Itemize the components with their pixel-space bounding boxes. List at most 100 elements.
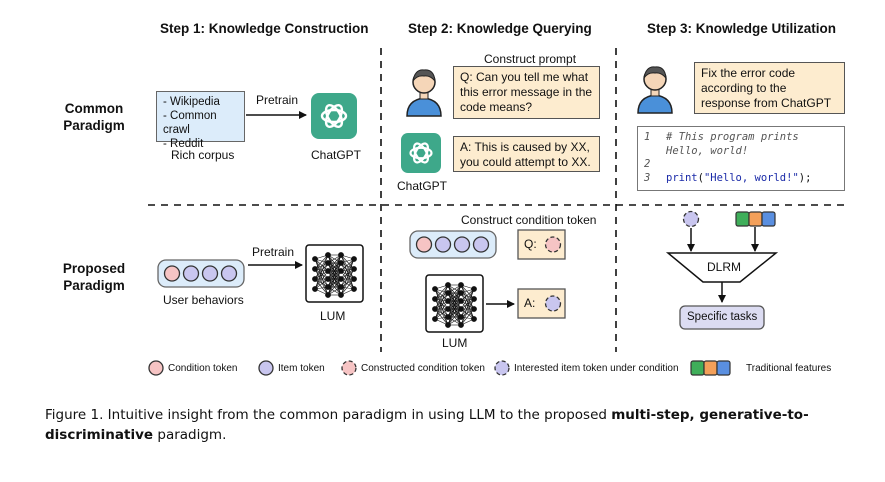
neuron-node xyxy=(312,256,318,262)
item-token xyxy=(220,265,238,282)
legend-item-token: Item token xyxy=(278,363,325,374)
neuron-node xyxy=(338,260,344,266)
neuron-node xyxy=(325,268,331,274)
neuron-node xyxy=(351,266,357,272)
a-label: A: xyxy=(524,296,536,310)
neuron-node xyxy=(458,314,464,320)
legend-condition-token: Condition token xyxy=(168,363,238,374)
proposed-paradigm-label: Proposed Paradigm xyxy=(62,261,126,293)
neuron-node xyxy=(338,268,344,274)
neuron-node xyxy=(445,306,451,312)
corpus-item: - Common crawl xyxy=(163,110,217,136)
code-comment: Hello, world! xyxy=(666,144,749,157)
figure-caption: Figure 1. Intuitive insight from the com… xyxy=(45,405,850,445)
user-icon xyxy=(406,69,442,117)
caption-suffix: paradigm. xyxy=(153,427,227,443)
code-function: print xyxy=(666,171,698,184)
neuron-node xyxy=(432,296,438,302)
query-token-group xyxy=(409,230,497,259)
interested-item-token xyxy=(682,210,700,228)
chatgpt-label: ChatGPT xyxy=(397,179,448,193)
neuron-node xyxy=(338,276,344,282)
chatgpt-logo-icon xyxy=(401,133,441,173)
rich-corpus-box: - Wikipedia - Common crawl - Reddit xyxy=(156,91,245,150)
code-paren: ( xyxy=(697,171,704,184)
neuron-node xyxy=(338,252,344,258)
interested-item-token xyxy=(544,295,562,312)
lum-label: LUM xyxy=(320,309,346,323)
neuron-node xyxy=(338,292,344,298)
lum-network-icon xyxy=(305,244,364,303)
pretrain-label: Pretrain xyxy=(256,93,299,107)
dlrm-label: DLRM xyxy=(707,260,742,274)
pretrain-label: Pretrain xyxy=(252,245,295,259)
neuron-node xyxy=(325,252,331,258)
caption-prefix: Figure 1. xyxy=(45,407,104,423)
rich-corpus-label: Rich corpus xyxy=(171,148,235,162)
corpus-item: - Wikipedia xyxy=(163,96,220,108)
step1-title: Step 1: Knowledge Construction xyxy=(160,21,369,36)
neuron-node xyxy=(445,314,451,320)
traditional-features-icon xyxy=(735,211,776,227)
neuron-node xyxy=(445,322,451,328)
question-bubble: Q: Can you tell me what this error messa… xyxy=(453,66,600,119)
caption-bold: multi-step, generative-to-discriminative xyxy=(45,407,809,443)
item-token xyxy=(434,236,452,253)
answer-bubble: A: This is caused by XX, you could attem… xyxy=(453,136,600,172)
item-token xyxy=(472,236,490,253)
neuron-node xyxy=(432,286,438,292)
neuron-node xyxy=(325,260,331,266)
legend-constructed-condition-token: Constructed condition token xyxy=(361,363,485,374)
caption-text: Intuitive insight from the common paradi… xyxy=(103,407,612,423)
neuron-node xyxy=(325,292,331,298)
instruction-bubble: Fix the error code according to the resp… xyxy=(694,62,845,114)
legend-interested-token-icon xyxy=(494,360,510,376)
construct-prompt-label: Construct prompt xyxy=(484,52,577,66)
neuron-node xyxy=(312,266,318,272)
code-line-number: 2 xyxy=(644,158,651,170)
code-line-number: 1 xyxy=(644,131,651,143)
neuron-node xyxy=(312,286,318,292)
legend-constructed-token-icon xyxy=(341,360,357,376)
neuron-node xyxy=(458,282,464,288)
specific-tasks-label: Specific tasks xyxy=(687,311,758,323)
code-string: "Hello, world!" xyxy=(703,171,799,184)
legend-item-token-icon xyxy=(258,360,274,376)
neuron-node xyxy=(312,276,318,282)
neuron-node xyxy=(351,286,357,292)
neuron-node xyxy=(351,256,357,262)
neuron-node xyxy=(445,282,451,288)
code-line-number: 3 xyxy=(644,171,651,184)
specific-tasks-box xyxy=(679,305,765,330)
chatgpt-logo-icon xyxy=(311,93,357,139)
neuron-node xyxy=(445,298,451,304)
neuron-node xyxy=(351,276,357,282)
neuron-node xyxy=(458,306,464,312)
neuron-node xyxy=(325,284,331,290)
legend-condition-token-icon xyxy=(148,360,164,376)
neuron-node xyxy=(338,284,344,290)
neuron-node xyxy=(471,296,477,302)
a-condition-box xyxy=(517,288,566,319)
neuron-node xyxy=(458,298,464,304)
legend-interested-item-token: Interested item token under condition xyxy=(514,363,679,374)
code-comment: # This program prints xyxy=(666,131,799,143)
item-token xyxy=(182,265,200,282)
lum-label: LUM xyxy=(442,336,468,350)
user-behaviors-label: User behaviors xyxy=(163,293,244,307)
constructed-condition-token xyxy=(544,236,562,253)
item-token xyxy=(453,236,471,253)
item-token xyxy=(201,265,219,282)
neuron-node xyxy=(445,290,451,296)
construct-condition-label: Construct condition token xyxy=(461,213,597,227)
legend-traditional-features-icon xyxy=(690,360,731,376)
neuron-node xyxy=(471,286,477,292)
q-label: Q: xyxy=(524,237,537,251)
corpus-item: - Reddit xyxy=(163,138,204,150)
neuron-node xyxy=(458,322,464,328)
dlrm-funnel xyxy=(665,252,779,283)
common-paradigm-label: Common Paradigm xyxy=(63,101,125,133)
lum-network-icon xyxy=(425,274,484,333)
step2-title: Step 2: Knowledge Querying xyxy=(408,21,592,36)
